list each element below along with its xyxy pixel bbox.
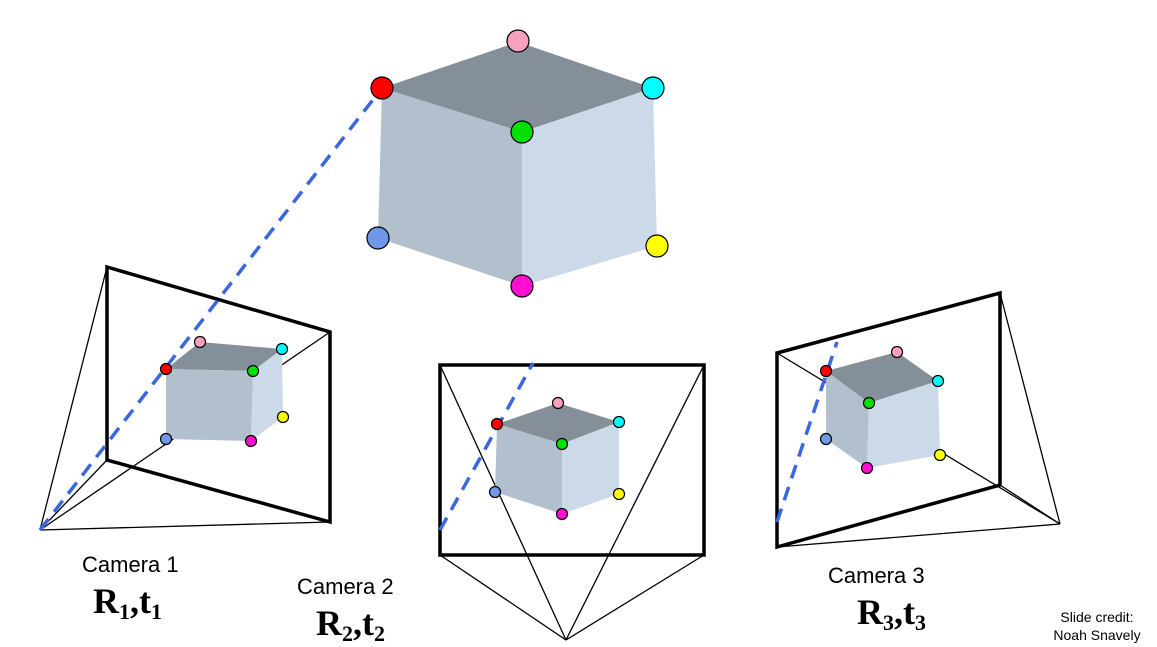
vertex-marker-green xyxy=(246,364,260,378)
vertex-marker-red xyxy=(490,417,504,431)
camera-2-top-face xyxy=(497,403,619,444)
camera-3-frustum-line xyxy=(999,292,1061,525)
camera-2-vertices xyxy=(488,396,626,521)
vertex-marker-cyan xyxy=(275,342,289,356)
camera-1-frustum-line xyxy=(39,521,331,531)
vertex-marker-pink xyxy=(193,335,207,349)
vertex-marker-cyan xyxy=(931,374,945,388)
camera-3-image-plane xyxy=(775,290,1002,550)
camera-3-frustum-line xyxy=(776,523,1061,548)
vertex-marker-green xyxy=(862,396,876,410)
main-cube-right-face xyxy=(522,88,657,286)
camera-1-R-sub: 1 xyxy=(119,599,130,624)
camera-2 xyxy=(438,363,706,641)
camera-1-t-sub: 1 xyxy=(151,599,162,624)
camera-3-params: R3,t3 xyxy=(857,592,926,635)
camera-1-frustum-line xyxy=(39,266,108,531)
camera-3-R-sub: 3 xyxy=(883,610,894,635)
camera-2-R: R xyxy=(316,603,342,643)
vertex-marker-green xyxy=(510,120,534,144)
vertex-marker-blue xyxy=(488,485,502,499)
camera-1-image-plane xyxy=(105,264,332,525)
camera-3 xyxy=(775,290,1061,550)
camera-1-t: t xyxy=(139,581,151,621)
camera-2-t-sub: 2 xyxy=(374,621,385,646)
camera-3-label: Camera 3 xyxy=(828,563,925,588)
vertex-marker-magenta xyxy=(244,434,258,448)
camera-2-image-plane xyxy=(438,363,706,557)
camera-1-top-face xyxy=(166,342,282,371)
camera-3-R: R xyxy=(857,592,883,632)
camera-3-t-sub: 3 xyxy=(915,610,926,635)
main-cube-top-face xyxy=(382,42,653,132)
camera-3-right-face xyxy=(867,381,940,468)
vertex-marker-red xyxy=(159,362,173,376)
vertex-marker-blue xyxy=(819,432,833,446)
slide-credit-line-1: Slide credit: xyxy=(1060,609,1134,625)
vertex-marker-yellow xyxy=(276,410,290,424)
camera-3-vertices xyxy=(819,345,947,475)
camera-1-params: R1,t1 xyxy=(93,581,162,624)
vertex-marker-yellow xyxy=(933,448,947,462)
camera-1-vertices xyxy=(159,335,290,448)
camera-1-frustum-line xyxy=(39,459,108,531)
vertex-marker-red xyxy=(370,76,394,100)
vertex-marker-pink xyxy=(890,345,904,359)
camera-2-frustum-line xyxy=(439,364,567,641)
projection-ray-camera-2 xyxy=(438,362,535,531)
vertex-marker-magenta xyxy=(555,507,569,521)
camera-3-top-face xyxy=(826,352,938,403)
slide-credit-line-2: Noah Snavely xyxy=(1053,627,1141,643)
camera-3-frustum-line xyxy=(999,484,1061,525)
vertex-marker-blue xyxy=(366,226,390,250)
vertex-marker-cyan xyxy=(641,76,665,100)
camera-1 xyxy=(39,264,332,531)
projection-ray-camera-3 xyxy=(775,341,839,523)
camera-1-R: R xyxy=(93,581,119,621)
slide-credit: Slide credit: Noah Snavely xyxy=(1042,608,1152,644)
camera-3-t: t xyxy=(903,592,915,632)
camera-2-left-face xyxy=(495,424,562,514)
vertex-marker-pink xyxy=(506,29,530,53)
main-cube-vertices xyxy=(366,29,669,298)
camera-2-frustum-line xyxy=(565,364,705,641)
camera-2-label: Camera 2 xyxy=(297,574,394,599)
camera-1-label: Camera 1 xyxy=(82,552,179,577)
vertex-marker-blue xyxy=(159,432,173,446)
camera-2-frustum-line xyxy=(439,554,567,641)
vertex-marker-green xyxy=(555,437,569,451)
camera-2-params: R2,t2 xyxy=(316,603,385,646)
camera-2-right-face xyxy=(562,422,619,514)
camera-2-frustum-line xyxy=(565,554,705,641)
camera-1-left-face xyxy=(166,369,253,441)
camera-2-t: t xyxy=(362,603,374,643)
vertex-marker-red xyxy=(819,364,833,378)
main-cube-left-face xyxy=(378,88,522,286)
vertex-marker-yellow xyxy=(645,234,669,258)
vertex-marker-magenta xyxy=(860,461,874,475)
vertex-marker-pink xyxy=(551,396,565,410)
vertex-marker-cyan xyxy=(612,415,626,429)
vertex-marker-magenta xyxy=(510,274,534,298)
camera-2-R-sub: 2 xyxy=(342,621,353,646)
camera-3-left-face xyxy=(826,371,869,468)
vertex-marker-yellow xyxy=(612,487,626,501)
main-cube xyxy=(378,42,657,286)
projection-ray-camera-1 xyxy=(38,86,384,532)
